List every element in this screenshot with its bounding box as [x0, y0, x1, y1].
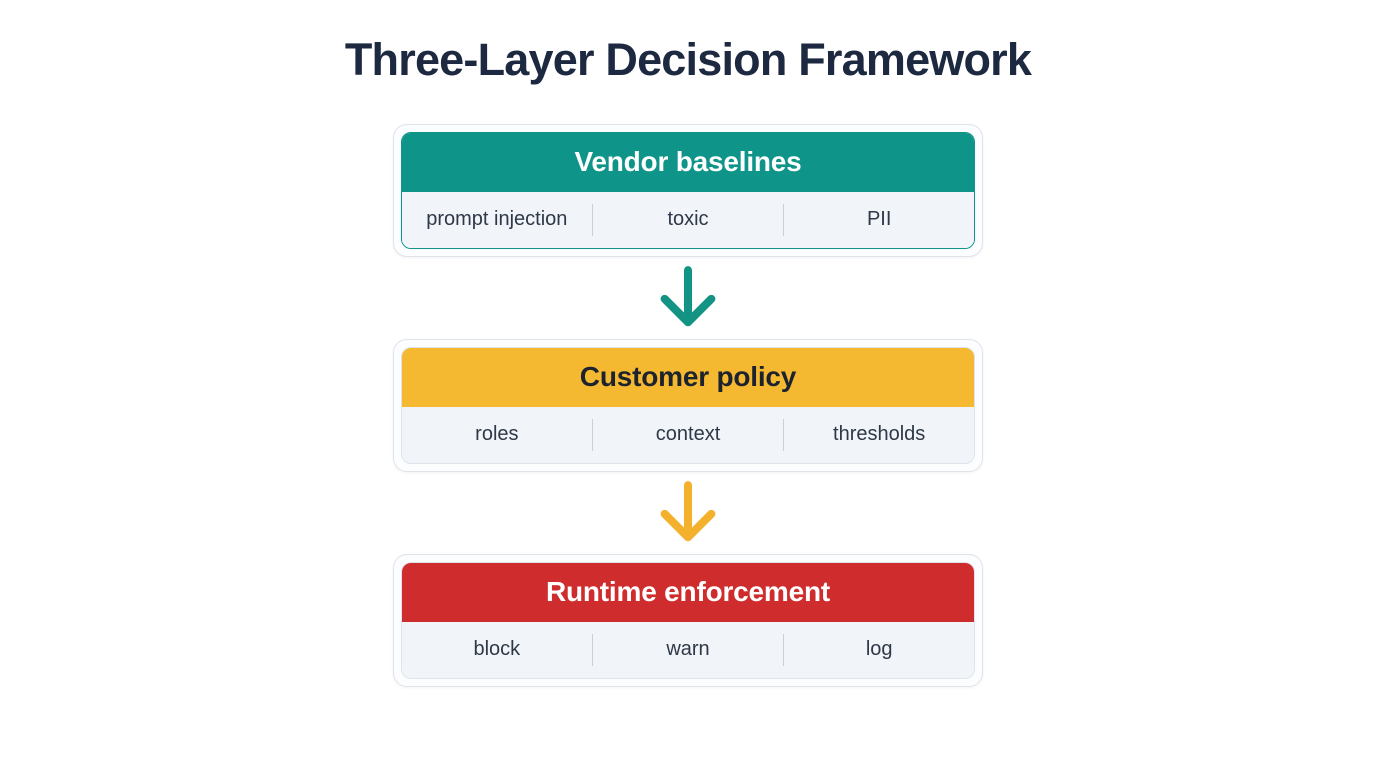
- layer-item-pii: PII: [866, 208, 892, 231]
- arrow-down-icon: [660, 480, 716, 542]
- layer-item-context: context: [655, 423, 721, 446]
- layer-card-runtime-enforcement: Runtime enforcement block warn log: [393, 553, 983, 687]
- layer-item-roles: roles: [475, 423, 519, 446]
- layer-card-inner: Customer policy roles context thresholds: [401, 346, 975, 464]
- layer-item-thresholds: thresholds: [833, 423, 926, 446]
- layer-title: Customer policy: [579, 361, 797, 393]
- layer-title: Vendor baselines: [574, 146, 802, 178]
- layer-card-vendor-baselines: Vendor baselines prompt injection toxic …: [393, 123, 983, 257]
- layer-card-customer-policy: Customer policy roles context thresholds: [393, 338, 983, 472]
- page-title: Three-Layer Decision Framework: [344, 34, 1032, 85]
- layer-header-runtime-enforcement: Runtime enforcement: [402, 562, 974, 622]
- arrow-down-icon: [660, 265, 716, 327]
- framework-stack: Vendor baselines prompt injection toxic …: [393, 123, 983, 687]
- divider: [782, 203, 785, 236]
- divider: [782, 418, 785, 451]
- layer-title: Runtime enforcement: [545, 576, 831, 608]
- divider: [591, 418, 594, 451]
- layer-header-customer-policy: Customer policy: [402, 347, 974, 407]
- divider: [591, 633, 594, 666]
- layer-items-row: roles context thresholds: [402, 406, 974, 463]
- layer-item-warn: warn: [666, 638, 710, 661]
- layer-card-inner: Vendor baselines prompt injection toxic …: [401, 131, 975, 249]
- divider: [591, 203, 594, 236]
- layer-card-inner: Runtime enforcement block warn log: [401, 561, 975, 679]
- layer-header-vendor-baselines: Vendor baselines: [402, 132, 974, 192]
- layer-item-prompt-injection: prompt injection: [426, 208, 568, 231]
- layer-item-log: log: [865, 638, 893, 661]
- layer-items-row: prompt injection toxic PII: [402, 191, 974, 248]
- divider: [782, 633, 785, 666]
- layer-item-toxic: toxic: [667, 208, 709, 231]
- layer-item-block: block: [473, 638, 521, 661]
- layer-items-row: block warn log: [402, 621, 974, 678]
